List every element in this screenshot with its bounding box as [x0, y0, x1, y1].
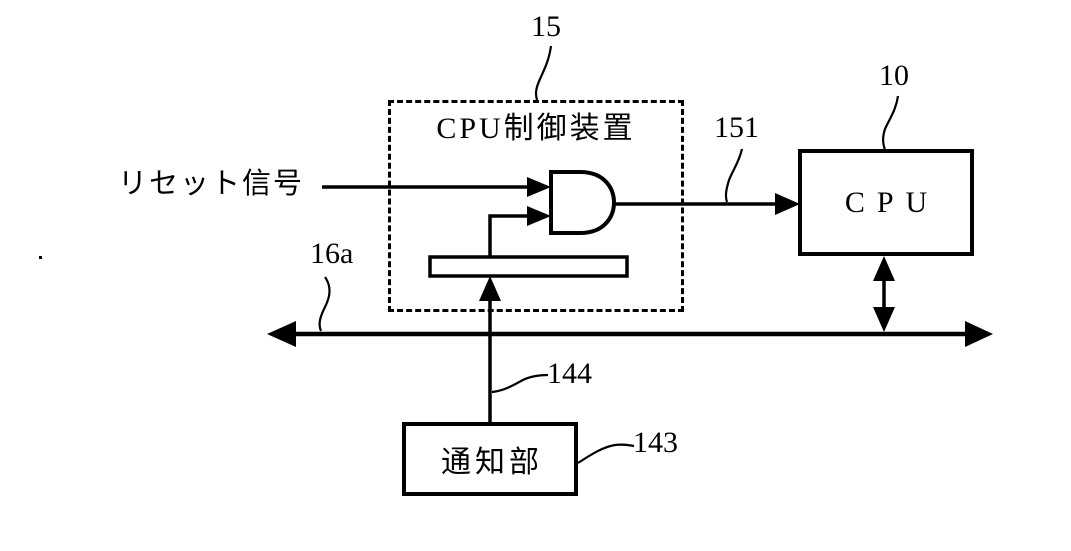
ref-number-10: 10 [879, 59, 909, 92]
cpu-control-unit-box [388, 100, 684, 312]
leader-line-144 [491, 373, 549, 394]
cpu-label: CPU [844, 185, 940, 219]
leader-line-10 [882, 95, 900, 151]
latch-bar [428, 255, 629, 278]
gate-output-arrowhead-icon [775, 193, 800, 215]
gate-lower-input-line [488, 214, 529, 257]
ref-number-143: 143 [633, 426, 678, 459]
leader-line-16a [318, 276, 331, 332]
cpu-control-unit-label: CPU制御装置 [436, 112, 636, 145]
notification-arrowhead-icon [479, 276, 501, 301]
ref-number-144: 144 [547, 357, 592, 390]
ref-number-16a: 16a [310, 237, 354, 270]
cpu-box: CPU [798, 149, 974, 256]
bus-right-arrowhead-icon [965, 321, 993, 347]
leader-line-143 [577, 443, 635, 464]
scan-artifact-dot [39, 256, 42, 259]
ref-number-151: 151 [714, 111, 759, 144]
cpu-bus-down-arrowhead-icon [873, 307, 895, 332]
reset-signal-arrowhead-icon [527, 177, 551, 197]
leader-line-151 [724, 148, 744, 203]
cpu-bus-up-arrowhead-icon [873, 256, 895, 281]
leader-line-15 [534, 45, 553, 101]
notification-unit-label: 通知部 [441, 446, 543, 479]
notification-unit-box: 通知部 [402, 422, 578, 496]
ref-number-15: 15 [531, 10, 561, 43]
bus-left-arrowhead-icon [267, 321, 296, 347]
reset-signal-label: リセット信号 [118, 168, 305, 200]
gate-lower-input-arrowhead-icon [527, 206, 551, 226]
